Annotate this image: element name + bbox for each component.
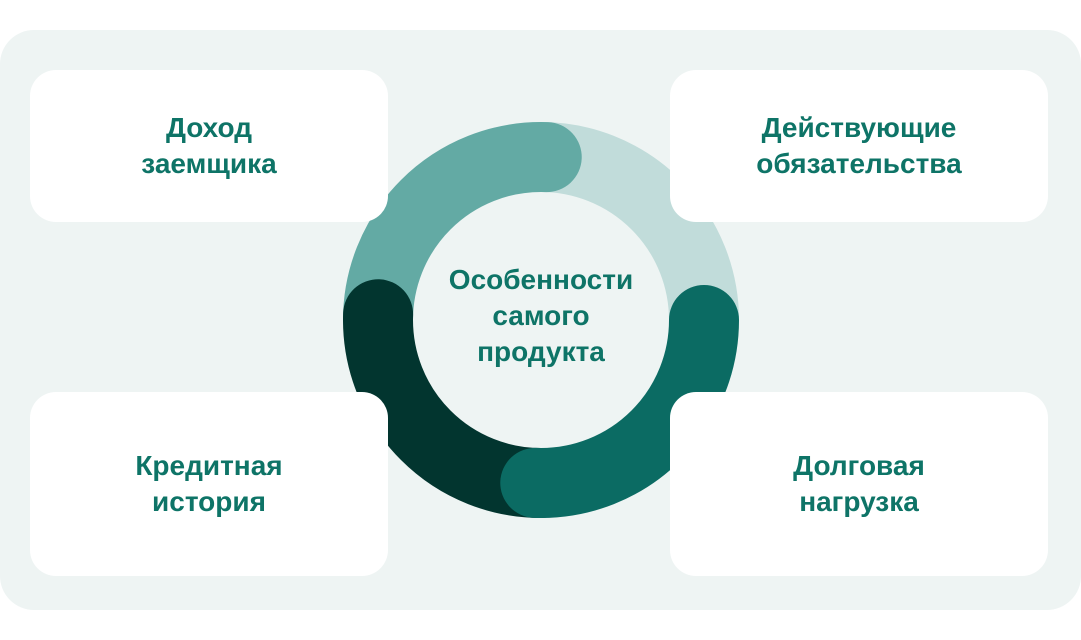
card-credit-history: Кредитная история [30,392,388,576]
card-debt-load-label: Долговая нагрузка [793,450,925,517]
center-label: Особенности самого продукта [448,264,634,367]
card-borrower-income-label: Доход заемщика [141,112,277,179]
card-current-obligations-label: Действующие обязательства [756,112,962,179]
card-debt-load: Долговая нагрузка [670,392,1048,576]
card-current-obligations: Действующие обязательства [670,70,1048,222]
ring-segment-bottom-right [343,122,739,518]
card-credit-history-label: Кредитная история [135,450,283,517]
card-borrower-income: Доход заемщика [30,70,388,222]
